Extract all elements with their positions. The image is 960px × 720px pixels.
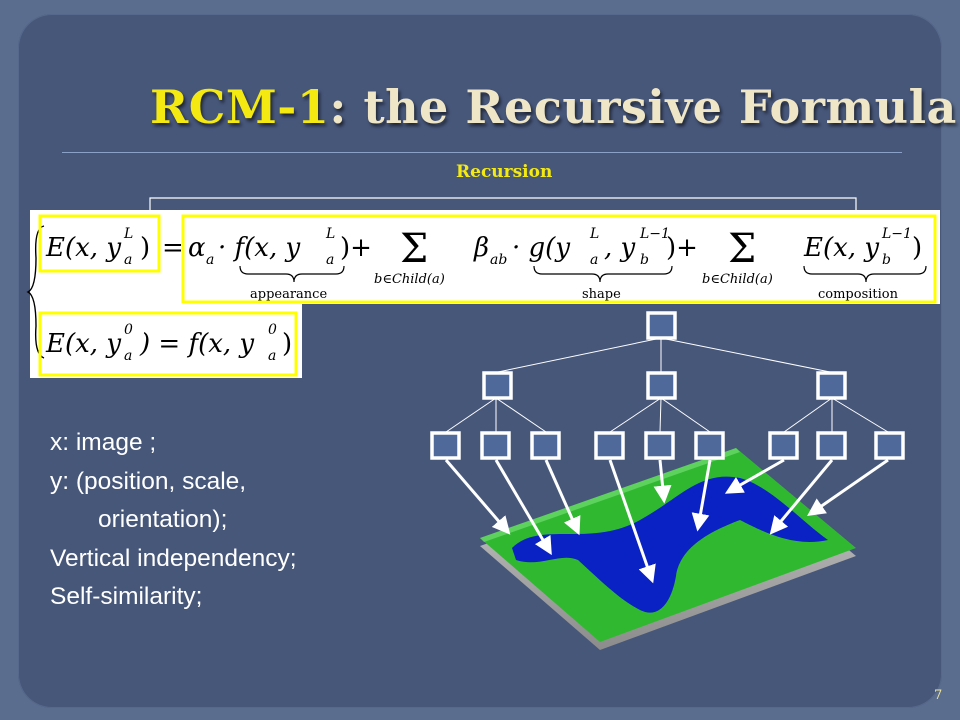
- slide-title: RCM-1: the Recursive Formula: [150, 80, 957, 134]
- tree-node-leaf: [644, 431, 675, 460]
- g-sup2: L−1: [639, 226, 670, 242]
- bullet-list: x: image ; y: (position, scale, orientat…: [50, 424, 297, 617]
- tree-node-leaf: [594, 431, 625, 460]
- shape-underbrace: [533, 265, 673, 283]
- sum-index-1: b∈Child(a): [374, 272, 445, 287]
- bullet-item: x: image ;: [50, 429, 157, 456]
- tree-edges: [445, 337, 889, 433]
- sum-symbol-2: Σ: [728, 226, 756, 272]
- recursion-bracket: [149, 197, 857, 216]
- projection-arrows: [444, 458, 889, 584]
- sum-symbol-1: Σ: [400, 226, 428, 272]
- bullet-item: Self-similarity;: [50, 583, 203, 610]
- beta-sub: ab: [490, 252, 507, 268]
- svg-text:b: b: [640, 252, 649, 268]
- title-rest: : the Recursive Formula: [329, 80, 957, 134]
- recursion-label: Recursion: [456, 162, 553, 182]
- title-divider: [62, 152, 902, 153]
- f-term: · f(x, y: [218, 233, 300, 263]
- title-accent: RCM-1: [150, 80, 330, 134]
- appearance-underbrace: [239, 265, 345, 283]
- svg-text:)+: )+: [340, 233, 372, 263]
- tree-nodes: [430, 311, 905, 460]
- svg-text:a: a: [124, 348, 132, 364]
- terrain-highlight: [480, 448, 740, 542]
- g-term: · g(y: [512, 233, 570, 263]
- base-sup-1: 0: [124, 322, 133, 338]
- base-case-rhs: ) = f(x, y: [139, 329, 254, 359]
- bullet-item: Vertical independency;: [50, 544, 297, 572]
- alpha-symbol: α: [188, 233, 206, 263]
- svg-text:E(x, y: E(x, y: [45, 233, 121, 263]
- base-case-background: [30, 304, 302, 378]
- composition-underbrace: [803, 265, 927, 283]
- tree-node-mid: [816, 371, 847, 400]
- svg-text:L: L: [325, 226, 335, 242]
- svg-text:): ): [912, 233, 922, 263]
- svg-text:): ): [282, 329, 292, 359]
- shape-label: shape: [582, 287, 621, 302]
- svg-text:L−1: L−1: [881, 226, 912, 242]
- svg-text:a: a: [326, 252, 334, 268]
- page-number: 7: [934, 688, 943, 703]
- lhs-sup: L: [123, 226, 133, 242]
- base-sup-2: 0: [268, 322, 277, 338]
- terrain-blue-region: [512, 476, 828, 613]
- beta-symbol: β: [473, 233, 489, 263]
- tree-node-leaf: [694, 431, 725, 460]
- alpha-sub: a: [206, 252, 214, 268]
- rhs-highlight-box: [181, 214, 937, 304]
- base-case-lhs: E(x, y: [45, 329, 121, 359]
- bullet-item: orientation);: [98, 506, 228, 533]
- case-brace: [26, 225, 45, 359]
- svg-text:a: a: [268, 348, 276, 364]
- tree-node-leaf: [480, 431, 511, 460]
- tree-node-leaf: [768, 431, 799, 460]
- sum-index-2: b∈Child(a): [702, 272, 773, 287]
- base-case-highlight-box: [38, 311, 298, 377]
- lhs-sub: a: [124, 252, 132, 268]
- appearance-label: appearance: [250, 287, 327, 302]
- svg-text:a: a: [590, 252, 598, 268]
- lhs-text: E(x, y: [45, 233, 121, 263]
- bullet-item: y: (position, scale,: [50, 467, 247, 495]
- equals-sign: =: [162, 233, 184, 263]
- tree-node-mid: [646, 371, 677, 400]
- tree-node-leaf: [816, 431, 847, 460]
- svg-text:L: L: [589, 226, 599, 242]
- tree-node-mid: [482, 371, 513, 400]
- tree-node-leaf: [430, 431, 461, 460]
- lhs-highlight-box: [38, 214, 161, 273]
- tree-node-leaf: [530, 431, 561, 460]
- tree-node-leaf: [874, 431, 905, 460]
- svg-text:b: b: [882, 252, 891, 268]
- composition-term: E(x, y: [803, 233, 879, 263]
- svg-text:): ): [140, 233, 150, 263]
- tree-node-root: [646, 311, 677, 340]
- svg-text:, y: , y: [604, 233, 636, 263]
- composition-label: composition: [818, 287, 899, 302]
- svg-text:)+: )+: [666, 233, 698, 263]
